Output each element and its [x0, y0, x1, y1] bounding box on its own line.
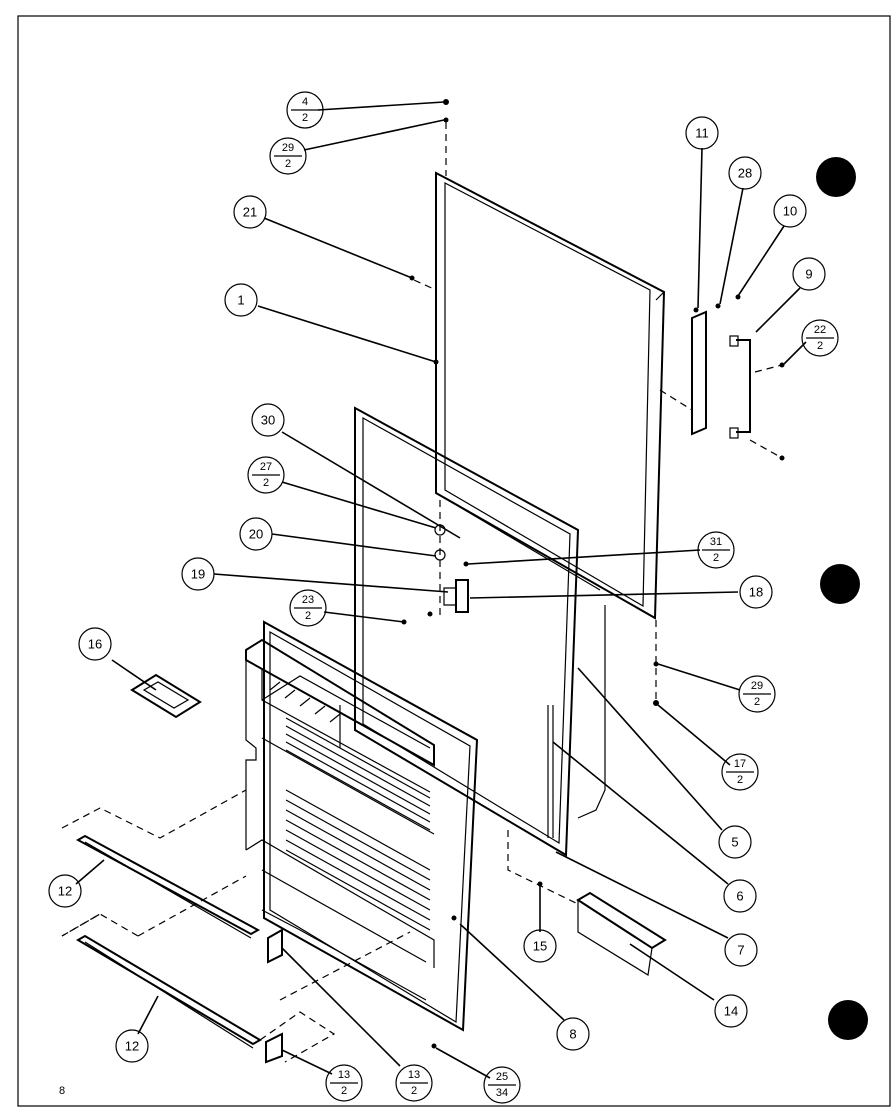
callout-6: 6: [723, 879, 757, 913]
callout-4-2: 4 2: [286, 91, 324, 129]
shelf-rail-upper: [75, 834, 261, 939]
callout-number: 15: [533, 939, 547, 954]
callout-30: 30: [251, 403, 285, 437]
callout-qty: 2: [737, 774, 743, 786]
callout-13-2-left: 13 2: [325, 1064, 363, 1102]
callout-number: 16: [88, 637, 102, 652]
callout-10: 10: [773, 194, 807, 228]
callout-number: 1: [237, 293, 244, 308]
assembly-lines: [61, 122, 783, 1063]
fasteners: [401, 99, 785, 1049]
callout-29-2-right: 29 2: [738, 675, 776, 713]
callout-number: 25: [496, 1071, 508, 1083]
callout-14: 14: [714, 994, 748, 1028]
callout-16: 16: [78, 627, 112, 661]
outer-door-panel: [435, 171, 666, 620]
callout-qty: 2: [817, 340, 823, 352]
inner-liner-back: [547, 605, 606, 838]
callout-number: 7: [737, 943, 744, 958]
callout-number: 13: [338, 1069, 350, 1081]
callout-number: 9: [805, 267, 812, 282]
callout-number: 4: [302, 96, 308, 108]
callout-qty: 2: [411, 1085, 417, 1097]
callout-25-34: 25 34: [483, 1066, 521, 1104]
callout-19: 19: [181, 557, 215, 591]
callout-5: 5: [718, 825, 752, 859]
callout-number: 23: [302, 594, 314, 606]
callout-qty: 2: [263, 477, 269, 489]
callout-number: 31: [710, 536, 722, 548]
callout-number: 21: [243, 205, 257, 220]
callout-qty: 2: [302, 112, 308, 124]
callout-number: 28: [738, 166, 752, 181]
door-gasket: [354, 406, 580, 857]
callout-number: 30: [261, 413, 275, 428]
callout-number: 10: [783, 204, 797, 219]
callout-number: 17: [734, 758, 746, 770]
butter-dish-cover: [130, 673, 202, 719]
callout-number: 14: [724, 1004, 738, 1019]
callout-11: 11: [685, 116, 719, 150]
binder-hole-top: [816, 157, 856, 197]
callout-12-lower: 12: [115, 1029, 149, 1063]
shelf-end-caps: [265, 928, 283, 1064]
callout-7: 7: [724, 933, 758, 967]
callout-8: 8: [556, 1017, 590, 1051]
callout-qty: 2: [754, 696, 760, 708]
callout-18: 18: [739, 575, 773, 609]
callout-number: 11: [695, 126, 709, 141]
callout-20: 20: [239, 517, 273, 551]
callout-number: 5: [731, 835, 738, 850]
callout-number: 18: [749, 585, 763, 600]
callout-number: 19: [191, 567, 205, 582]
callout-17-2: 17 2: [721, 753, 759, 791]
page-border: [17, 15, 891, 1107]
callout-9: 9: [792, 257, 826, 291]
callout-21: 21: [233, 195, 267, 229]
callout-27-2: 27 2: [247, 456, 285, 494]
callout-number: 22: [814, 324, 826, 336]
callout-15: 15: [523, 929, 557, 963]
binder-hole-bottom: [828, 1000, 868, 1040]
door-handle-bracket: [691, 310, 751, 439]
callout-12-upper: 12: [48, 874, 82, 908]
callout-23-2: 23 2: [289, 589, 327, 627]
callout-number: 12: [125, 1039, 139, 1054]
callout-31-2: 31 2: [697, 531, 735, 569]
callout-number: 29: [282, 142, 294, 154]
callout-number: 6: [736, 889, 743, 904]
shelf-bin-front: [576, 891, 667, 976]
callout-29-2-top: 29 2: [269, 137, 307, 175]
callout-28: 28: [728, 156, 762, 190]
callout-13-2-right: 13 2: [395, 1064, 433, 1102]
leader-lines: [75, 101, 807, 1079]
shelf-rail-lower: [76, 934, 262, 1049]
liner-shelf-slots: [269, 681, 341, 723]
callout-number: 12: [58, 884, 72, 899]
inner-door-liner: [245, 620, 479, 1032]
binder-hole-middle: [820, 564, 860, 604]
callout-qty: 2: [285, 158, 291, 170]
callout-number: 8: [569, 1027, 576, 1042]
liner-grille: [285, 717, 431, 931]
callout-number: 29: [751, 680, 763, 692]
sheet-number: 8: [59, 1085, 65, 1097]
callout-qty: 2: [713, 552, 719, 564]
callout-22-2: 22 2: [801, 319, 839, 357]
callout-qty: 34: [496, 1087, 508, 1099]
callout-1: 1: [224, 283, 258, 317]
callout-qty: 2: [305, 610, 311, 622]
callout-qty: 2: [341, 1085, 347, 1097]
callout-number: 20: [249, 527, 263, 542]
callout-number: 13: [408, 1069, 420, 1081]
callout-number: 27: [260, 461, 272, 473]
